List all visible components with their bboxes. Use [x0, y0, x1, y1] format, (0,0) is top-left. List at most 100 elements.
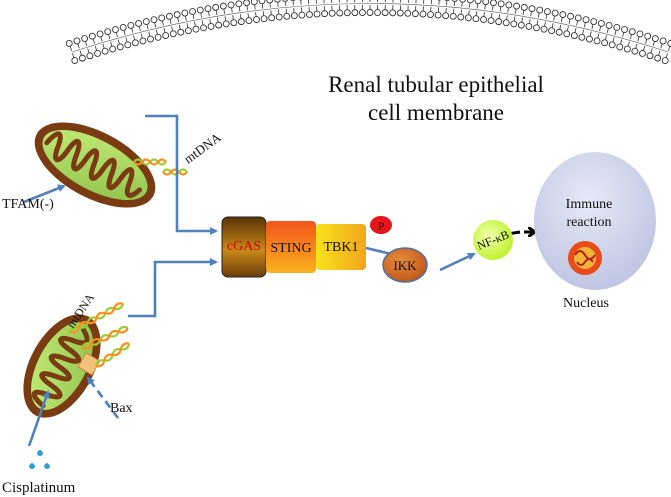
arrow-mtdna-to-cgas: [145, 114, 218, 235]
lipid-tail: [430, 0, 432, 5]
lipid-head: [646, 52, 654, 60]
lipid-head: [173, 11, 181, 19]
lipid-head: [449, 12, 457, 20]
ikk-label: IKK: [393, 258, 417, 273]
pathway-arrows: [23, 114, 476, 447]
lipid-tail: [284, 0, 287, 7]
cisplatinum-label: Cisplatinum: [2, 480, 76, 496]
lipid-head: [505, 1, 513, 9]
lipid-head: [466, 0, 474, 4]
mtdna-strands-top: [133, 158, 188, 176]
lipid-head: [586, 35, 593, 43]
lipid-head: [621, 26, 628, 33]
lipid-head: [212, 3, 220, 11]
lipid-head: [306, 11, 313, 18]
immune-reaction-line1: Immune: [566, 197, 613, 212]
lipid-head: [427, 11, 434, 18]
lipid-head: [253, 16, 260, 24]
lipid-head: [135, 20, 143, 27]
lipid-head: [489, 0, 497, 7]
lipid-head: [112, 26, 119, 33]
lipid-head: [142, 18, 150, 26]
lipid-head: [204, 5, 212, 13]
mtdna-strands-bottom: [68, 302, 131, 368]
lipid-head: [71, 57, 79, 65]
nfkb-node: [473, 220, 513, 260]
lipid-head: [513, 2, 521, 10]
lipid-head: [109, 45, 117, 53]
tbk1-block: [316, 224, 366, 270]
tfam-label: TFAM(-): [2, 197, 54, 212]
lipid-head: [260, 15, 268, 23]
lipid-head: [177, 28, 185, 36]
phospho-badge: [370, 216, 392, 234]
lipid-head: [381, 9, 389, 17]
nucleus-label: Nucleus: [563, 296, 609, 311]
lipid-head: [396, 9, 404, 17]
lipid-head: [536, 6, 544, 14]
bax-label: Bax: [110, 401, 133, 416]
lipid-head: [464, 14, 472, 22]
lipid-head: [131, 39, 139, 47]
lipid-head: [200, 24, 207, 32]
lipid-tail: [453, 0, 456, 7]
lipid-head: [590, 18, 598, 26]
lipid-head: [533, 24, 540, 32]
lipid-head: [442, 12, 450, 20]
lipid-head: [78, 54, 86, 62]
lipid-head: [480, 16, 487, 24]
lipid-head: [623, 45, 631, 53]
lipid-head: [258, 0, 266, 5]
lipid-head: [274, 0, 281, 3]
lipid-head: [567, 12, 575, 20]
lipid-head: [351, 9, 359, 17]
lipid-head: [555, 28, 563, 36]
lipid-head: [457, 13, 465, 21]
lipid-head: [578, 33, 586, 41]
lipid-head: [116, 43, 124, 51]
lipid-head: [124, 41, 132, 49]
lipid-head: [520, 3, 528, 11]
lipid-head: [472, 15, 480, 23]
lipid-head: [119, 24, 127, 31]
lipid-head: [661, 57, 669, 65]
lipid-head: [207, 22, 215, 30]
lipid-head: [101, 47, 109, 55]
ikk-node: [382, 247, 428, 283]
lipid-head: [411, 10, 419, 18]
lipid-head: [219, 2, 227, 10]
lipid-head: [189, 8, 197, 15]
lipid-head: [389, 9, 397, 17]
lipid-head: [169, 30, 177, 38]
lipid-head: [543, 8, 551, 15]
lipid-head: [639, 49, 646, 57]
lipid-head: [419, 10, 427, 18]
lipid-head: [313, 10, 321, 18]
lipid-head: [196, 6, 204, 14]
lipid-head: [605, 21, 613, 29]
lipid-head: [444, 0, 450, 2]
lipid-head: [88, 32, 96, 40]
lipid-head: [366, 9, 374, 16]
lipid-head: [230, 19, 238, 27]
lipid-head: [570, 32, 578, 39]
lipid-head: [250, 0, 258, 6]
lipid-head: [631, 47, 639, 55]
lipid-head: [150, 16, 158, 24]
arrow-mtdna2-to-cgas: [128, 258, 218, 318]
lipid-head: [96, 30, 104, 38]
lipid-head: [237, 18, 245, 26]
lipid-head: [81, 35, 89, 43]
membrane-title-line1: Renal tubular epithelial: [328, 72, 544, 97]
bax-pore: [77, 352, 101, 376]
lipid-head: [73, 37, 81, 45]
lipid-head: [540, 25, 548, 33]
lipid-head: [162, 32, 170, 39]
cgas-label: cGAS: [227, 239, 261, 254]
tbk1-label: TBK1: [324, 240, 359, 255]
lipid-tail: [300, 0, 302, 5]
lipid-head: [328, 9, 336, 17]
lipid-head: [243, 0, 251, 7]
lipid-head: [525, 22, 533, 30]
